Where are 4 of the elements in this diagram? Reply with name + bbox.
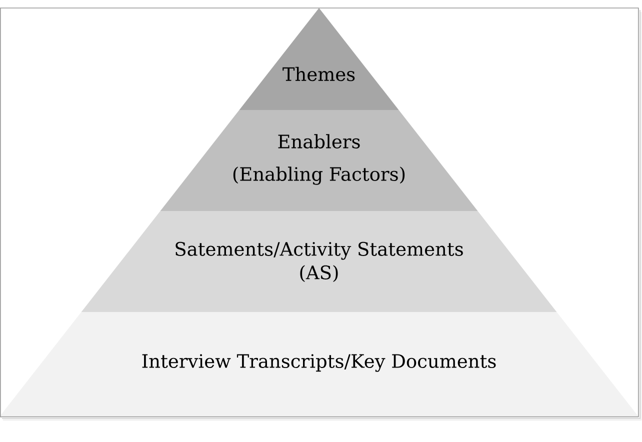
pyramid-layer: Themes <box>239 8 399 110</box>
pyramid-layer: Satements/Activity Statements (AS) <box>81 211 557 312</box>
pyramid-layer: Interview Transcripts/Key Documents <box>0 312 638 416</box>
pyramid-layer: Enablers (Enabling Factors) <box>160 110 478 211</box>
